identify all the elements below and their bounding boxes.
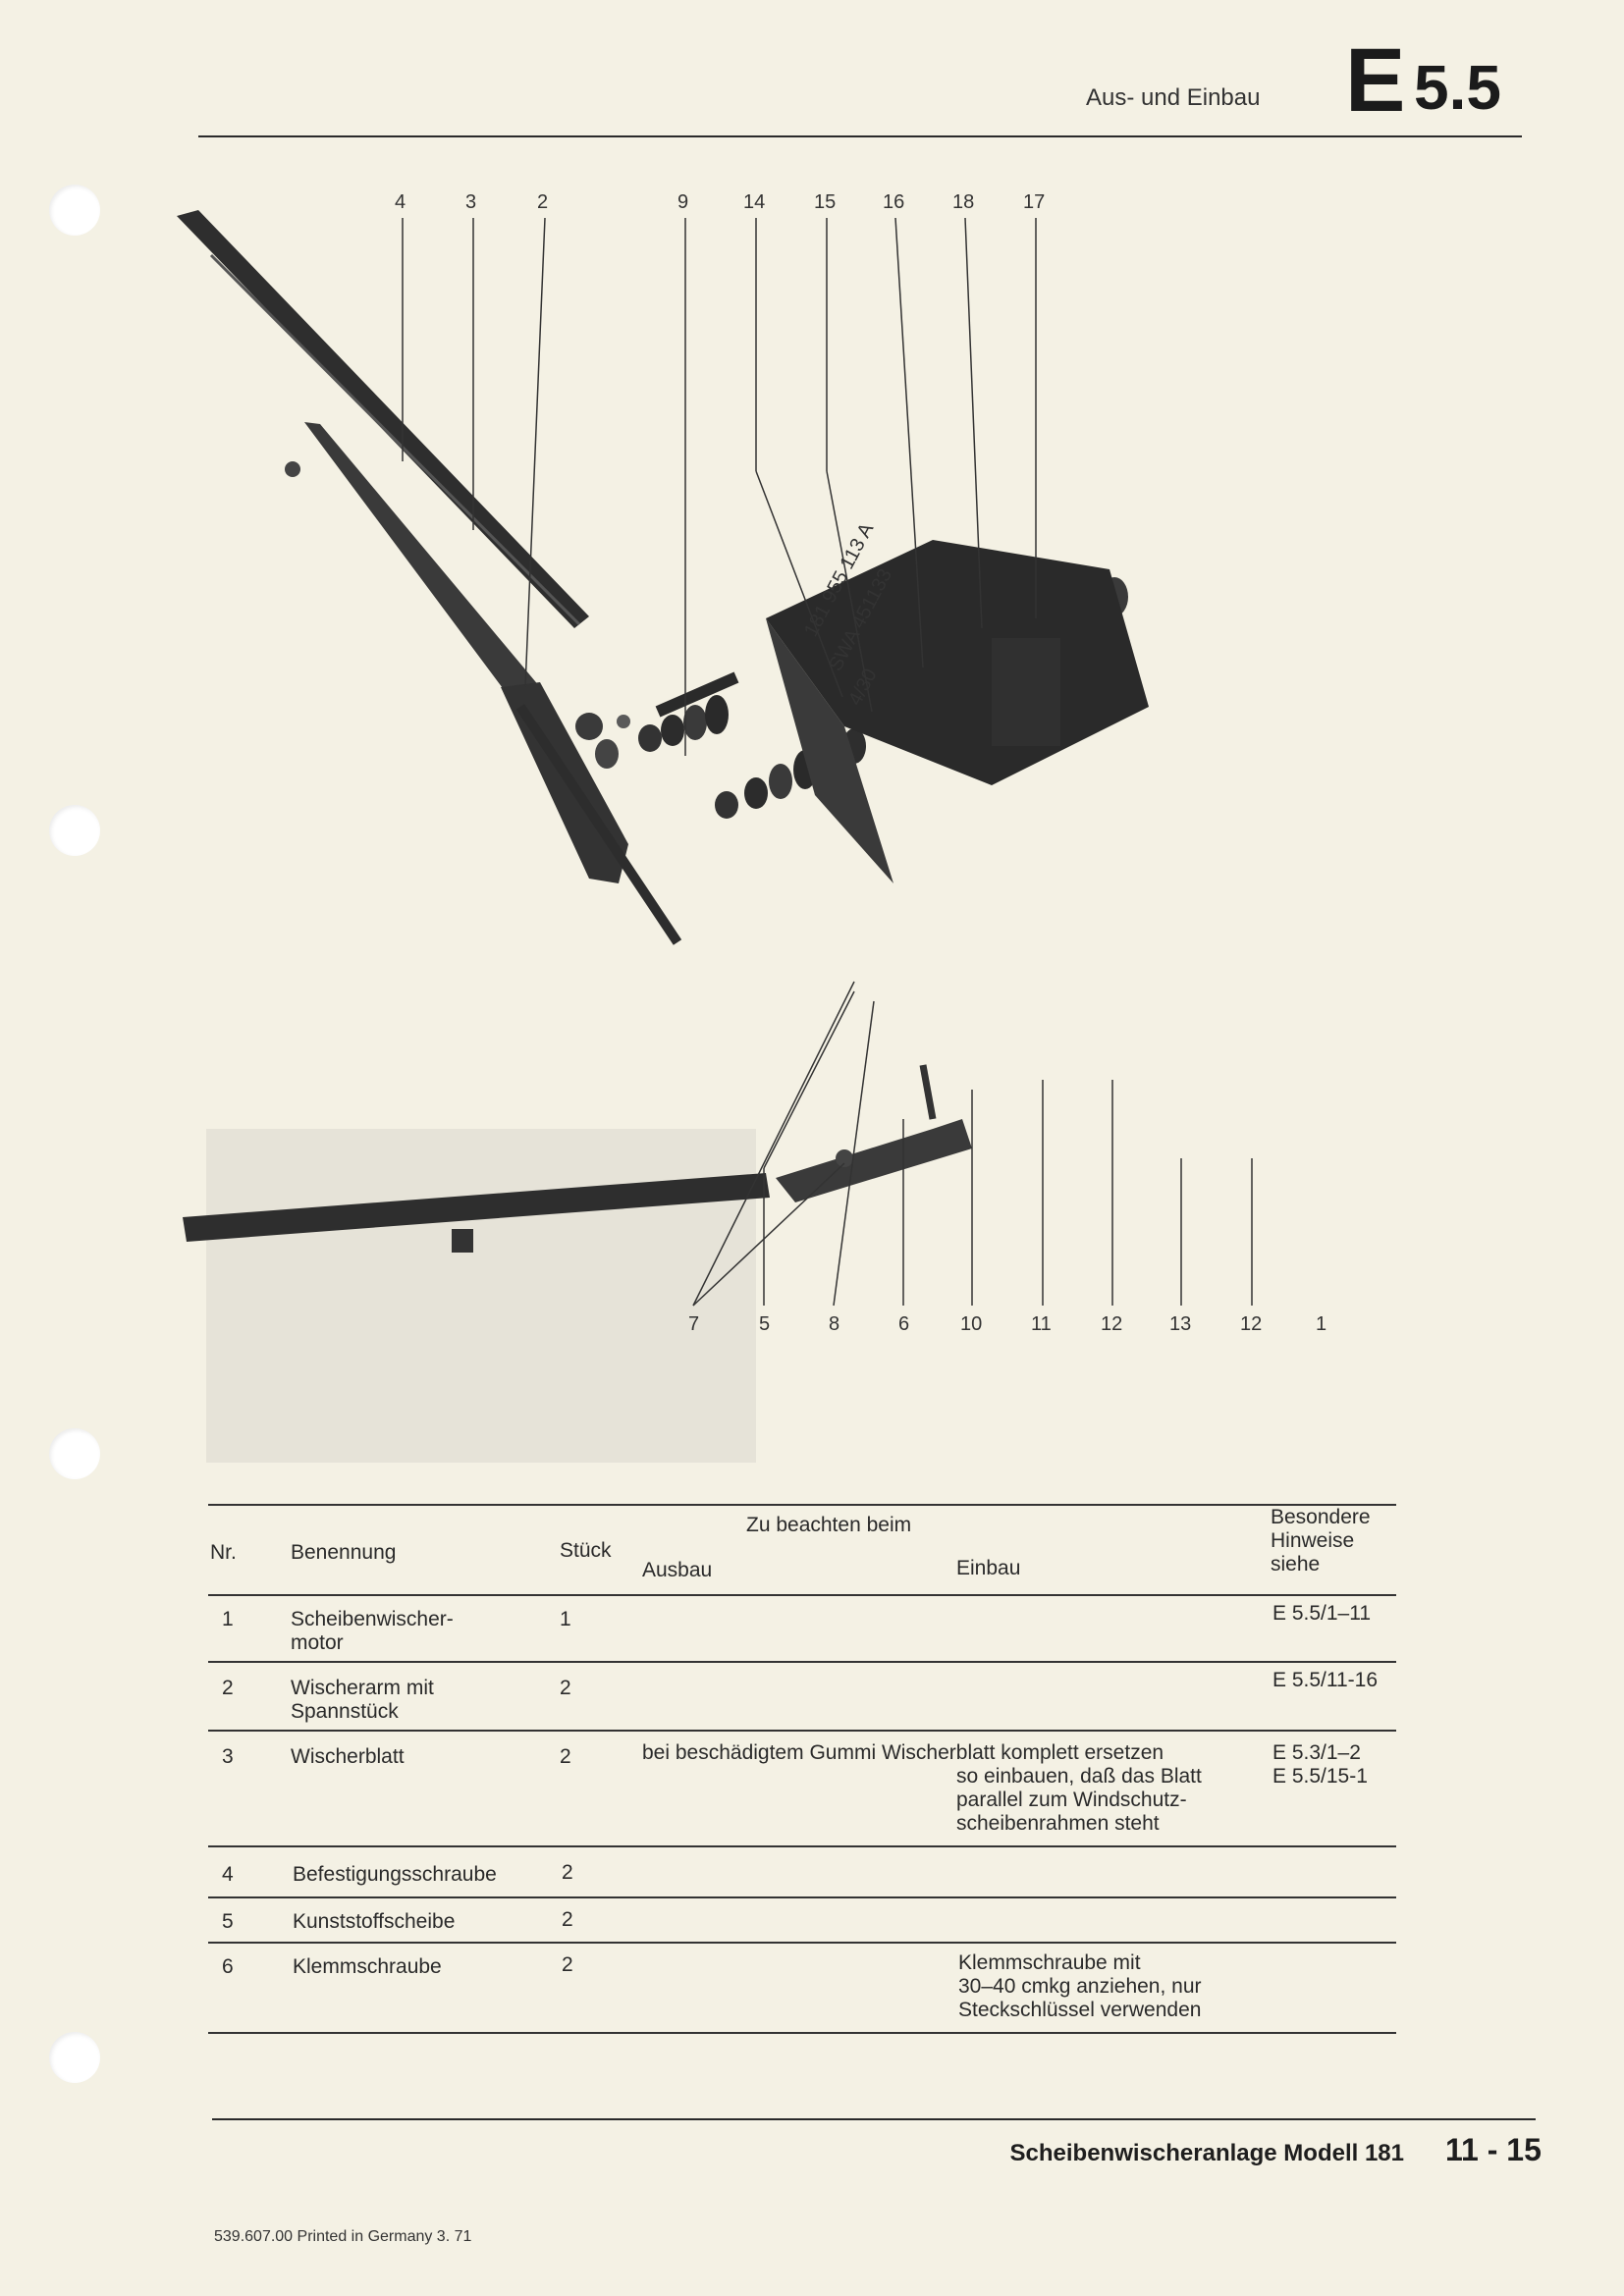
row4-nr: 4 bbox=[222, 1863, 234, 1886]
row1-benennung: Scheibenwischer- motor bbox=[291, 1608, 454, 1654]
row2-stueck: 2 bbox=[560, 1677, 571, 1699]
lower-wiper-blade bbox=[183, 1173, 770, 1242]
photo-backdrop bbox=[206, 1129, 756, 1463]
footer-title: Scheibenwischeranlage Modell 181 bbox=[1009, 2140, 1404, 2166]
table-bottom-rule bbox=[208, 2032, 1396, 2034]
callout-15: 15 bbox=[814, 191, 836, 213]
header-rule bbox=[198, 135, 1522, 137]
binder-hole bbox=[49, 2032, 100, 2083]
callout-3: 3 bbox=[465, 191, 476, 213]
binder-hole bbox=[49, 1428, 100, 1479]
row6-stueck: 2 bbox=[562, 1953, 573, 1976]
connecting-shaft bbox=[515, 704, 682, 945]
section-code-number: 5.5 bbox=[1414, 52, 1501, 123]
row6-nr: 6 bbox=[222, 1955, 234, 1978]
row1-nr: 1 bbox=[222, 1608, 234, 1630]
callout-12-second: 12 bbox=[1240, 1313, 1262, 1335]
washer-stack-lower bbox=[595, 695, 729, 769]
row6-benennung: Klemmschraube bbox=[293, 1955, 442, 1978]
callout-6: 6 bbox=[898, 1313, 909, 1335]
callout-4: 4 bbox=[395, 191, 406, 213]
callout-12: 12 bbox=[1101, 1313, 1122, 1335]
row4-benennung: Befestigungsschraube bbox=[293, 1863, 497, 1886]
binder-hole bbox=[49, 185, 100, 236]
row3-nr: 3 bbox=[222, 1745, 234, 1768]
row4-stueck: 2 bbox=[562, 1861, 573, 1884]
table-row-rule bbox=[208, 1730, 1396, 1732]
header-nr: Nr. bbox=[210, 1541, 237, 1564]
callout-16: 16 bbox=[883, 191, 904, 213]
callout-9: 9 bbox=[677, 191, 688, 213]
row5-benennung: Kunststoffscheibe bbox=[293, 1910, 456, 1933]
header-hinweise: Besondere Hinweise siehe bbox=[1271, 1506, 1371, 1575]
row3-einbau: so einbauen, daß das Blatt parallel zum … bbox=[956, 1765, 1202, 1835]
exploded-view-illustration: 181 955 113 A SWA 451133 4/30 bbox=[177, 191, 1326, 1463]
row1-stueck: 1 bbox=[560, 1608, 571, 1630]
fastening-screw bbox=[285, 461, 300, 477]
clamp-screw bbox=[919, 1064, 937, 1120]
header-stueck: Stück bbox=[560, 1539, 612, 1562]
row1-hinweise: E 5.5/1–11 bbox=[1272, 1602, 1372, 1625]
row3-hinweise: E 5.3/1–2 E 5.5/15-1 bbox=[1272, 1741, 1368, 1788]
header-einbau: Einbau bbox=[956, 1557, 1021, 1579]
binder-hole bbox=[49, 805, 100, 856]
print-info: 539.607.00 Printed in Germany 3. 71 bbox=[214, 2228, 472, 2245]
row2-hinweise: E 5.5/11-16 bbox=[1272, 1669, 1379, 1691]
callout-11: 11 bbox=[1031, 1313, 1052, 1335]
header-benennung: Benennung bbox=[291, 1541, 397, 1564]
row2-benennung: Wischerarm mit Spannstück bbox=[291, 1677, 434, 1723]
table-row-rule bbox=[208, 1661, 1396, 1663]
callout-17: 17 bbox=[1023, 191, 1045, 213]
table-row-rule bbox=[208, 1896, 1396, 1898]
footer-rule bbox=[212, 2118, 1536, 2120]
header-zu-beachten: Zu beachten beim bbox=[746, 1514, 912, 1536]
row5-nr: 5 bbox=[222, 1910, 234, 1933]
callout-1: 1 bbox=[1316, 1313, 1326, 1335]
row5-stueck: 2 bbox=[562, 1908, 573, 1931]
page-number: 11 - 15 bbox=[1445, 2132, 1542, 2167]
section-code-letter: E bbox=[1345, 30, 1406, 131]
callout-13: 13 bbox=[1169, 1313, 1191, 1335]
table-row-rule bbox=[208, 1942, 1396, 1944]
header-ausbau: Ausbau bbox=[642, 1559, 713, 1581]
row3-stueck: 2 bbox=[560, 1745, 571, 1768]
table-header-rule bbox=[208, 1594, 1396, 1596]
callout-2: 2 bbox=[537, 191, 548, 213]
leader-lines-top bbox=[402, 217, 1037, 756]
row3-ausbau: bei beschädigtem Gummi Wischerblatt komp… bbox=[642, 1741, 1164, 1764]
callout-14: 14 bbox=[743, 191, 765, 213]
row2-nr: 2 bbox=[222, 1677, 234, 1699]
row3-benennung: Wischerblatt bbox=[291, 1745, 405, 1768]
upper-wiper-blade bbox=[177, 210, 589, 628]
callout-10: 10 bbox=[960, 1313, 982, 1335]
callout-5: 5 bbox=[759, 1313, 770, 1335]
leader-lines-bottom bbox=[692, 981, 1253, 1307]
table-top-rule bbox=[208, 1504, 1396, 1506]
wiper-motor: 181 955 113 A SWA 451133 4/30 bbox=[655, 519, 1149, 883]
table-row-rule bbox=[208, 1845, 1396, 1847]
callout-7: 7 bbox=[688, 1313, 699, 1335]
lower-wiper-arm bbox=[776, 1119, 972, 1202]
row6-einbau: Klemmschraube mit 30–40 cmkg anziehen, n… bbox=[958, 1951, 1202, 2021]
callout-18: 18 bbox=[952, 191, 974, 213]
callout-8: 8 bbox=[829, 1313, 839, 1335]
section-title: Aus- und Einbau bbox=[1086, 84, 1261, 111]
